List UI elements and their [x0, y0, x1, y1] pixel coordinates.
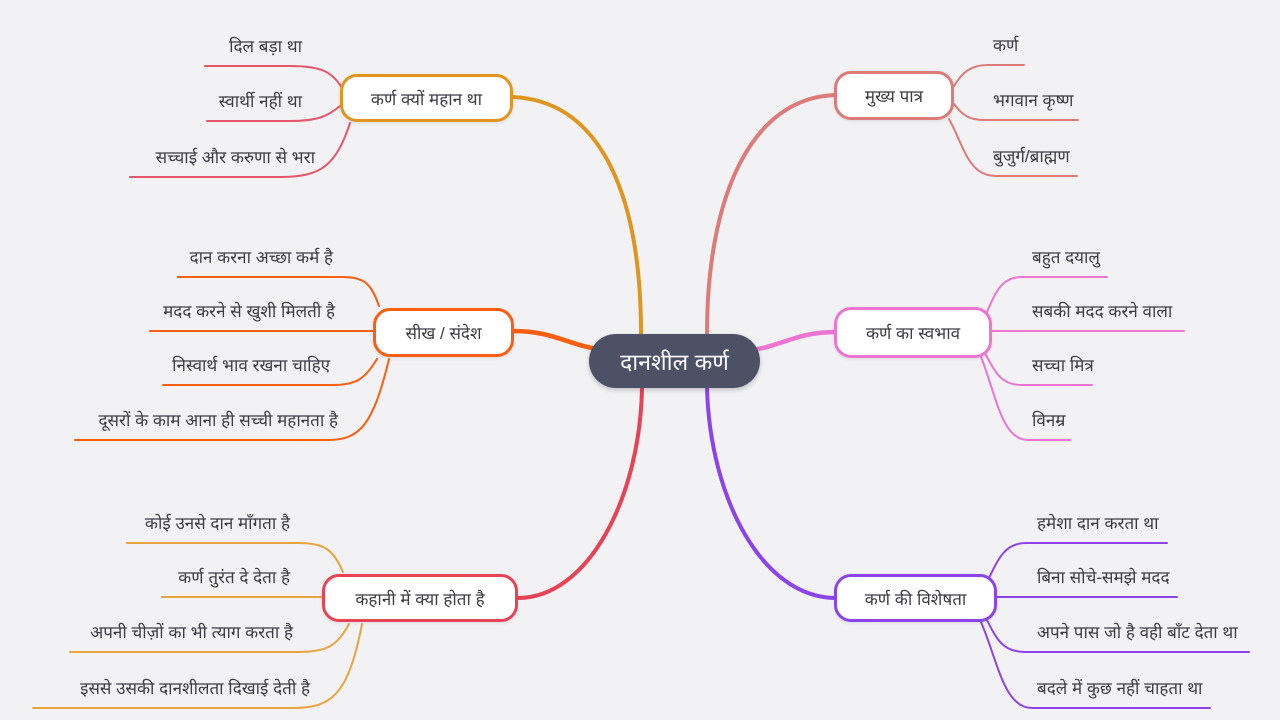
- branch-node-why-great[interactable]: कर्ण क्यों महान था: [340, 74, 513, 122]
- leaf-karna-specialty-0[interactable]: हमेशा दान करता था: [1037, 514, 1159, 533]
- leaf-karna-nature-1[interactable]: सबकी मदद करने वाला: [1032, 302, 1173, 321]
- link-karna-nature-3: [980, 356, 1071, 441]
- leaf-karna-specialty-2[interactable]: अपने पास जो है वही बाँट देता था: [1037, 623, 1238, 642]
- link-story-events-0: [126, 542, 344, 573]
- leaf-karna-nature-3[interactable]: विनम्र: [1032, 411, 1066, 430]
- leaf-why-great-0[interactable]: दिल बड़ा था: [229, 37, 302, 56]
- link-root-main-characters: [705, 93, 838, 336]
- leaf-lesson-message-0[interactable]: दान करना अच्छा कर्म है: [189, 248, 333, 267]
- branch-node-lesson-message[interactable]: सीख / संदेश: [373, 308, 514, 357]
- link-karna-nature-2: [985, 354, 1093, 386]
- branch-node-story-events[interactable]: कहानी में क्या होता है: [322, 574, 518, 622]
- link-main-characters-2: [948, 118, 1078, 177]
- leaf-karna-specialty-3[interactable]: बदले में कुछ नहीं चाहता था: [1037, 679, 1203, 698]
- leaf-why-great-1[interactable]: स्वार्थी नहीं था: [218, 92, 302, 111]
- link-why-great-0: [204, 65, 343, 89]
- link-karna-nature-0: [986, 276, 1108, 313]
- link-lesson-message-0: [177, 276, 380, 307]
- leaf-main-characters-0[interactable]: कर्ण: [993, 36, 1019, 55]
- leaf-lesson-message-1[interactable]: मदद करने से खुशी मिलती है: [163, 302, 335, 321]
- link-story-events-3: [32, 623, 363, 709]
- leaf-karna-nature-0[interactable]: बहुत दयालु: [1032, 248, 1100, 267]
- link-story-events-2: [69, 623, 350, 653]
- link-lesson-message-2: [162, 358, 378, 386]
- branch-node-karna-specialty[interactable]: कर्ण की विशेषता: [834, 574, 997, 622]
- link-karna-specialty-0: [988, 542, 1168, 579]
- leaf-story-events-1[interactable]: कर्ण तुरंत दे देता है: [178, 568, 290, 587]
- link-root-why-great: [510, 95, 643, 336]
- link-karna-specialty-3: [980, 621, 1211, 709]
- leaf-story-events-0[interactable]: कोई उनसे दान माँगता है: [144, 514, 290, 533]
- link-main-characters-1: [953, 103, 1079, 121]
- leaf-main-characters-1[interactable]: भगवान कृष्ण: [993, 91, 1074, 110]
- link-root-story-events: [516, 386, 644, 600]
- link-root-karna-nature: [755, 329, 839, 352]
- leaf-why-great-2[interactable]: सच्चाई और करुणा से भरा: [155, 148, 315, 167]
- link-karna-specialty-2: [986, 619, 1250, 653]
- branch-node-main-characters[interactable]: मुख्य पात्र: [834, 71, 954, 120]
- leaf-karna-specialty-1[interactable]: बिना सोचे-समझे मदद: [1037, 568, 1170, 587]
- link-lesson-message-3: [74, 358, 390, 441]
- link-why-great-2: [129, 122, 351, 178]
- leaf-story-events-3[interactable]: इससे उसकी दानशीलता दिखाई देती है: [80, 679, 310, 698]
- leaf-lesson-message-3[interactable]: दूसरों के काम आना ही सच्ची महानता है: [98, 411, 338, 430]
- leaf-lesson-message-2[interactable]: निस्वार्थ भाव रखना चाहिए: [172, 356, 330, 375]
- leaf-story-events-2[interactable]: अपनी चीज़ों का भी त्याग करता है: [90, 623, 293, 642]
- branch-node-karna-nature[interactable]: कर्ण का स्वभाव: [834, 307, 992, 358]
- leaf-main-characters-2[interactable]: बुजुर्ग/ब्राह्मण: [993, 147, 1070, 166]
- link-root-karna-specialty: [705, 386, 838, 600]
- link-main-characters-0: [953, 64, 1025, 87]
- link-why-great-1: [206, 105, 341, 122]
- link-root-lesson-message: [510, 328, 595, 351]
- leaf-karna-nature-2[interactable]: सच्चा मित्र: [1032, 356, 1094, 375]
- root-topic[interactable]: दानशील कर्ण: [589, 334, 760, 388]
